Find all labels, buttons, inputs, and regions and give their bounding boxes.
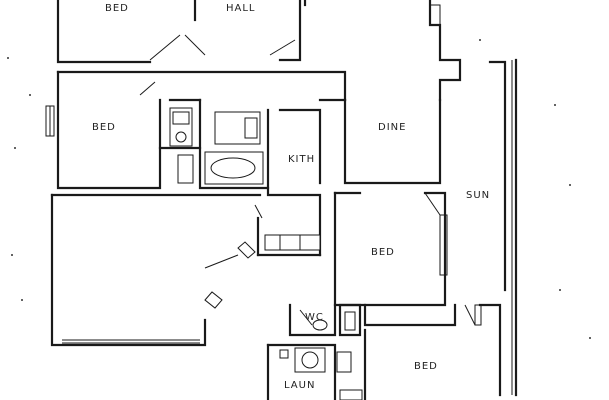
room-label-hall: HALL xyxy=(226,3,256,14)
room-label-bed-left: BED xyxy=(92,122,116,133)
room-label-bed-top: BED xyxy=(105,3,129,14)
dots xyxy=(7,39,591,339)
doors xyxy=(139,34,476,326)
room-label-kitchen: KITH xyxy=(288,154,315,165)
walls xyxy=(45,0,518,400)
room-label-sun: SUN xyxy=(466,190,490,201)
room-label-laundry: LAUN xyxy=(284,380,315,391)
room-label-bed-mid: BED xyxy=(371,247,395,258)
fixtures xyxy=(169,107,363,400)
room-label-bed-bottom: BED xyxy=(414,361,438,372)
room-labels: BED HALL BED DINE KITH SUN BED WC LAUN B… xyxy=(92,3,490,391)
room-label-dine: DINE xyxy=(378,122,406,133)
windows xyxy=(429,4,482,326)
room-label-wc: WC xyxy=(305,312,324,323)
